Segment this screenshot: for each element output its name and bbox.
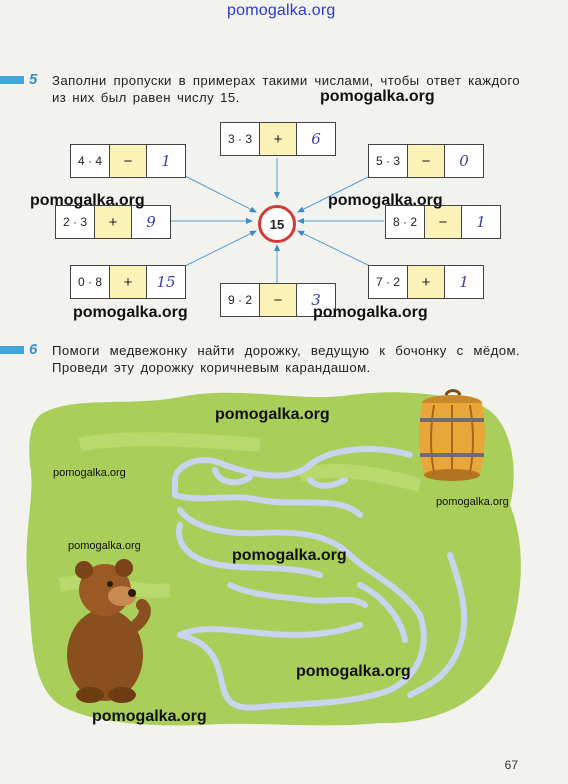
honey-barrel: [419, 389, 485, 481]
equation-bottom-right: 7 · 2 + 1: [368, 265, 484, 299]
arrow-top-left: [184, 175, 257, 213]
equation-operator: +: [260, 123, 297, 155]
task-5-text: Заполни пропуски в примерах такими числа…: [52, 73, 520, 105]
equation-operator: −: [408, 145, 445, 177]
task-5-marker: [0, 76, 24, 84]
maze-illustration: [26, 389, 521, 726]
equation-left: 2 · 3 + 9: [55, 205, 171, 239]
equation-operator: −: [425, 206, 462, 238]
watermark: pomogalka.org: [313, 304, 428, 321]
arrow-bottom-left: [184, 230, 257, 267]
equation-answer[interactable]: 15: [156, 273, 176, 291]
watermark: pomogalka.org: [68, 540, 141, 552]
watermark: pomogalka.org: [215, 406, 330, 423]
equation-operator: +: [95, 206, 132, 238]
watermark: pomogalka.org: [53, 467, 126, 479]
watermark: pomogalka.org: [92, 708, 207, 725]
watermark: pomogalka.org: [30, 192, 145, 209]
equation-top-left: 4 · 4 − 1: [70, 144, 186, 178]
watermark-top: pomogalka.org: [227, 2, 336, 19]
equation-operator: −: [260, 284, 297, 316]
maze-paths: [172, 446, 468, 711]
equation-answer[interactable]: 1: [476, 213, 486, 231]
task-6-marker: [0, 346, 24, 354]
task-6-number: 6: [29, 341, 38, 358]
equation-top: 3 · 3 + 6: [220, 122, 336, 156]
equation-answer[interactable]: 9: [146, 213, 156, 231]
equation-answer[interactable]: 1: [459, 273, 469, 291]
equation-operator: +: [408, 266, 445, 298]
equation-answer[interactable]: 6: [311, 130, 321, 148]
equation-operator: −: [110, 145, 147, 177]
equation-bottom-left: 0 · 8 + 15: [70, 265, 186, 299]
equation-top-right: 5 · 3 − 0: [368, 144, 484, 178]
equation-expression: 2 · 3: [56, 206, 95, 238]
watermark: pomogalka.org: [73, 304, 188, 321]
center-number-circle: 15: [258, 205, 296, 243]
arrow-top-right: [297, 175, 371, 213]
equation-operator: +: [110, 266, 147, 298]
watermark: pomogalka.org: [232, 547, 347, 564]
task-5-number: 5: [29, 71, 38, 88]
equation-answer[interactable]: 0: [459, 152, 469, 170]
equation-answer[interactable]: 1: [161, 152, 171, 170]
equation-expression: 0 · 8: [71, 266, 110, 298]
task-6-text: Помоги медвежонку найти дорожку, ведущую…: [52, 343, 520, 375]
equation-expression: 8 · 2: [386, 206, 425, 238]
watermark: pomogalka.org: [296, 663, 411, 680]
watermark: pomogalka.org: [320, 88, 435, 105]
page-number: 67: [504, 758, 518, 772]
equation-expression: 7 · 2: [369, 266, 408, 298]
equation-right: 8 · 2 − 1: [385, 205, 501, 239]
equation-answer[interactable]: 3: [311, 291, 321, 309]
arrow-lines: [168, 158, 384, 283]
watermark: pomogalka.org: [436, 496, 509, 508]
arrow-bottom-right: [297, 230, 371, 267]
equation-expression: 9 · 2: [221, 284, 260, 316]
equation-bottom: 9 · 2 − 3: [220, 283, 336, 317]
equation-expression: 5 · 3: [369, 145, 408, 177]
watermark: pomogalka.org: [328, 192, 443, 209]
equation-expression: 4 · 4: [71, 145, 110, 177]
equation-expression: 3 · 3: [221, 123, 260, 155]
bear: [67, 559, 151, 703]
